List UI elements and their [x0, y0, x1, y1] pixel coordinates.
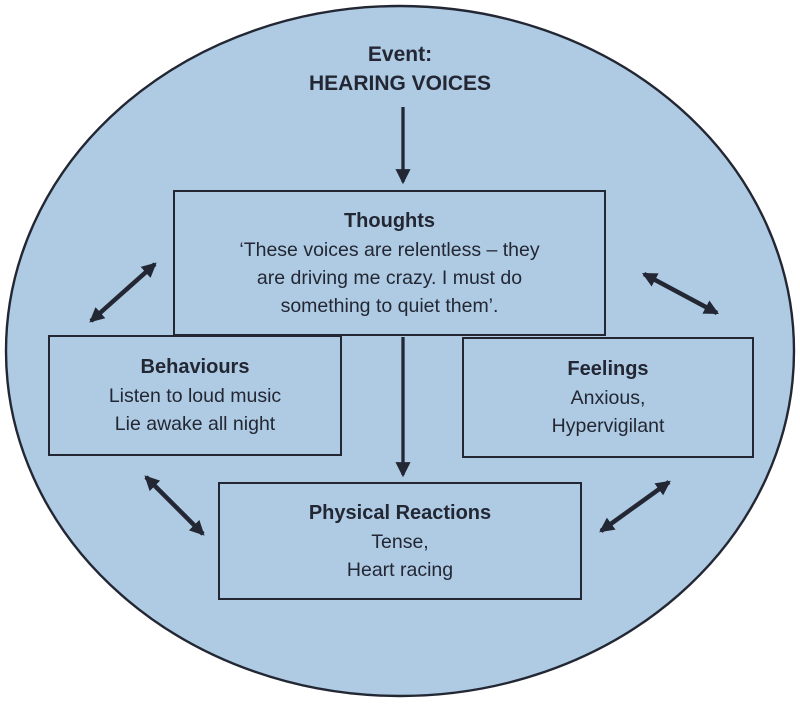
behaviours-body: Listen to loud music Lie awake all night: [108, 385, 282, 435]
event-label: Event:: [367, 43, 433, 66]
physical-reactions-box: Physical Reactions Tense, Heart racing: [218, 482, 582, 600]
behaviours-box: Behaviours Listen to loud music Lie awak…: [48, 335, 342, 456]
thoughts-title: Thoughts: [343, 209, 436, 232]
physical-reactions-body: Tense, Heart racing: [346, 530, 454, 581]
double-arrow-feelings-physical-icon: [599, 480, 671, 533]
thoughts-box: Thoughts ‘These voices are relentless – …: [173, 190, 606, 336]
thoughts-body: ‘These voices are relentless – they are …: [239, 238, 540, 317]
event-header: Event: HEARING VOICES: [250, 40, 550, 98]
feelings-title: Feelings: [567, 358, 649, 380]
feelings-box: Feelings Anxious, Hypervigilant: [462, 337, 754, 458]
feelings-body: Anxious, Hypervigilant: [551, 387, 665, 437]
double-arrow-behaviours-thoughts-icon: [89, 262, 157, 323]
event-value: HEARING VOICES: [308, 72, 492, 95]
physical-reactions-title: Physical Reactions: [308, 501, 492, 524]
behaviours-title: Behaviours: [140, 356, 250, 378]
double-arrow-thoughts-feelings-icon: [642, 272, 719, 315]
double-arrow-behaviours-physical-icon: [144, 475, 205, 536]
